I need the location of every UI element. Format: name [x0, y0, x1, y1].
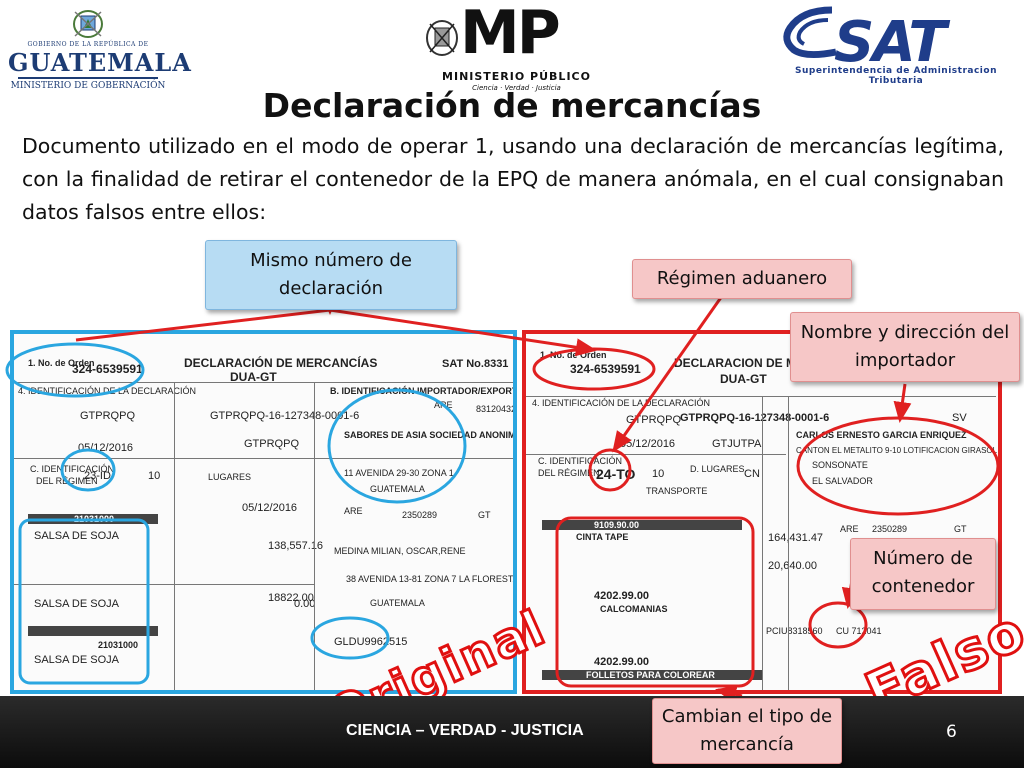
orig-label-identificacion: 4. IDENTIFICACIÓN DE LA DECLARACIÓN — [18, 386, 197, 396]
falso-dua: GTPRQPQ-16-127348-0001-6 — [680, 412, 830, 424]
falso-are: ARE — [840, 524, 859, 534]
slide-paragraph: Documento utilizado en el modo de operar… — [22, 134, 1004, 224]
guatemala-logo: GOBIERNO DE LA REPÚBLICA DE GUATEMALA MI… — [8, 4, 192, 94]
falso-label-regimen: DEL RÉGIMEN — [538, 468, 600, 478]
falso-lugares: D. LUGARES — [690, 464, 745, 474]
orig-value: 138,557.16 — [268, 540, 324, 552]
footer-bar — [0, 696, 1024, 768]
callout-regimen: Régimen aduanero — [632, 259, 852, 299]
orig-nit: 83120432 — [476, 404, 517, 414]
falso-merchandise-3: FOLLETOS PARA COLOREAR — [586, 670, 715, 680]
orig-date-2: 05/12/2016 — [242, 502, 298, 514]
mp-crest-icon — [426, 20, 458, 56]
orig-value-2: 18822.00 — [268, 592, 314, 604]
falso-order-no: 324-6539591 — [570, 362, 641, 376]
sat-subtitle: Superintendencia de Administracion Tribu… — [795, 66, 997, 86]
falso-clase: 10 — [652, 468, 665, 480]
falso-value-c: 4202.99.00 — [594, 656, 650, 668]
falso-port: GTJUTPA — [712, 438, 762, 450]
orig-gt: GT — [478, 510, 491, 520]
falso-gt: GT — [954, 524, 967, 534]
orig-city-2: GUATEMALA — [370, 598, 425, 608]
falso-order-label: 1. No. de Orden — [540, 350, 607, 360]
falso-value-d: 164,431.47 — [768, 532, 824, 544]
falso-regimen: 24-TO — [596, 466, 636, 482]
guatemala-subtitle: MINISTERIO DE GOBERNACIÓN — [10, 81, 166, 91]
callout-mismo-numero: Mismo número de declaración — [205, 240, 457, 310]
orig-address: 11 AVENIDA 29-30 ZONA 1 — [344, 468, 454, 478]
orig-date: 05/12/2016 — [78, 442, 134, 454]
orig-merchandise-3: SALSA DE SOJA — [34, 654, 119, 666]
falso-date: 05/12/2016 — [620, 438, 676, 450]
mp-subtitle: MINISTERIO PÚBLICO — [442, 70, 591, 83]
falso-value-a: 9109.90.00 — [594, 520, 640, 530]
falso-label-identificacion: 4. IDENTIFICACIÓN DE LA DECLARACIÓN — [532, 398, 711, 408]
falso-city: SONSONATE — [812, 460, 868, 470]
orig-city: GUATEMALA — [370, 484, 425, 494]
footer-motto: CIENCIA – VERDAD - JUSTICIA — [346, 722, 584, 739]
falso-value-b: 4202.99.00 — [594, 590, 650, 602]
falso-num: 2350289 — [872, 524, 908, 534]
orig-customs-2: GTPRQPQ — [244, 438, 300, 450]
falso-container: PCIU8318560 — [766, 626, 823, 636]
orig-container: GLDU9962515 — [334, 636, 408, 648]
orig-lugares: LUGARES — [208, 472, 252, 482]
sat-swoosh-icon — [783, 6, 837, 59]
slide-title: Declaración de mercancías — [262, 86, 762, 125]
orig-subheader: DUA-GT — [230, 370, 277, 384]
guatemala-small-text: GOBIERNO DE LA REPÚBLICA DE — [27, 41, 149, 48]
mp-logo: MP MINISTERIO PÚBLICO Ciencia · Verdad ·… — [420, 0, 595, 92]
orig-header: DECLARACIÓN DE MERCANCÍAS — [184, 356, 378, 370]
falso-label-identificacion-regimen: C. IDENTIFICACIÓN — [538, 456, 623, 466]
orig-declarant: MEDINA MILIAN, OSCAR,RENE — [334, 546, 466, 556]
falso-customs: GTPRQPQ — [626, 414, 682, 426]
orig-sat-number: SAT No.8331 — [442, 358, 509, 370]
falso-transporte: TRANSPORTE — [646, 486, 708, 496]
orig-tariff-bottom: 21031000 — [98, 640, 139, 650]
orig-num: 2350289 — [402, 510, 438, 520]
orig-address-2: 38 AVENIDA 13-81 ZONA 7 LA FLORESTA GUAT… — [346, 574, 517, 584]
falso-address: CANTON EL METALITO 9-10 LOTIFICACION GIR… — [796, 446, 998, 455]
falso-subheader: DUA-GT — [720, 372, 767, 386]
falso-importer: CARLOS ERNESTO GARCIA ENRIQUEZ — [796, 430, 967, 440]
guatemala-divider — [18, 77, 158, 79]
orig-regimen: 23-ID — [84, 470, 111, 482]
sat-name: SAT — [834, 10, 947, 75]
orig-order-no: 324-6539591 — [72, 362, 143, 376]
falso-sv: SV — [952, 412, 967, 424]
orig-label-importador: B. IDENTIFICACIÓN IMPORTADOR/EXPORTADOR,… — [330, 386, 517, 396]
orig-customs: GTPRQPQ — [80, 410, 136, 422]
orig-zero: 0.00 — [294, 598, 316, 610]
orig-merchandise-2: SALSA DE SOJA — [34, 598, 119, 610]
orig-dua: GTPRQPQ-16-127348-0001-6 — [210, 410, 360, 422]
guatemala-crest-icon — [73, 10, 103, 38]
page-number: 6 — [946, 722, 957, 742]
callout-mercancia: Cambian el tipo de mercancía — [652, 698, 842, 764]
falso-cn: CN — [744, 468, 760, 480]
falso-merchandise-2: CALCOMANIAS — [600, 604, 668, 614]
orig-tariff-top: 21031000 — [74, 514, 115, 524]
mp-name: MP — [460, 0, 561, 68]
mp-motto: Ciencia · Verdad · Justicia — [472, 84, 561, 92]
orig-clase: 10 — [148, 470, 161, 482]
falso-value-e: 20,640.00 — [768, 560, 817, 572]
falso-country: EL SALVADOR — [812, 476, 873, 486]
falso-merchandise-1: CINTA TAPE — [576, 532, 629, 542]
orig-are: ARE — [344, 506, 363, 516]
callout-contenedor: Número de contenedor — [850, 538, 996, 610]
sat-logo: SAT Superintendencia de Administracion T… — [772, 4, 1012, 86]
callout-importador: Nombre y dirección del importador — [790, 312, 1020, 382]
orig-are-top: ARE — [434, 400, 453, 410]
orig-merchandise-1: SALSA DE SOJA — [34, 530, 119, 542]
guatemala-name: GUATEMALA — [8, 48, 192, 77]
falso-cu: CU 712041 — [836, 626, 882, 636]
orig-importer: SABORES DE ASIA SOCIEDAD ANONIMA — [344, 430, 517, 440]
